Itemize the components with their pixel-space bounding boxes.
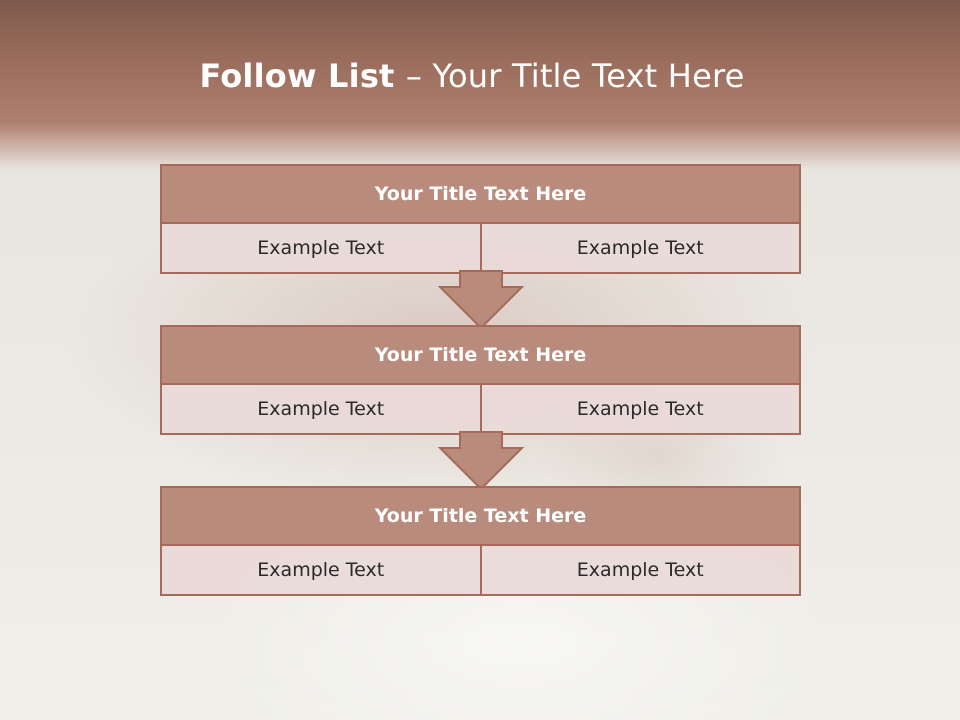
step-title: Your Title Text Here [162,327,799,385]
slide-title: Follow List – Your Title Text Here [0,56,944,96]
down-arrow-icon [438,270,524,330]
step-title: Your Title Text Here [162,166,799,224]
step-box-1: Your Title Text Here Example Text Exampl… [160,164,801,274]
step-cell-left: Example Text [257,237,385,259]
step-cell-left: Example Text [257,398,385,420]
step-cell-right: Example Text [479,224,800,272]
step-cell-right: Example Text [479,385,800,433]
step-row: Example Text Example Text [162,385,799,433]
down-arrow-icon [438,431,524,491]
slide-title-bold: Follow List [199,57,406,95]
step-box-3: Your Title Text Here Example Text Exampl… [160,486,801,596]
step-row: Example Text Example Text [162,224,799,272]
step-cell-right: Example Text [479,546,800,594]
step-box-2: Your Title Text Here Example Text Exampl… [160,325,801,435]
header-band [0,0,960,170]
slide-title-rest: – Your Title Text Here [405,57,745,95]
step-row: Example Text Example Text [162,546,799,594]
step-cell-left: Example Text [257,559,385,581]
step-title: Your Title Text Here [162,488,799,546]
